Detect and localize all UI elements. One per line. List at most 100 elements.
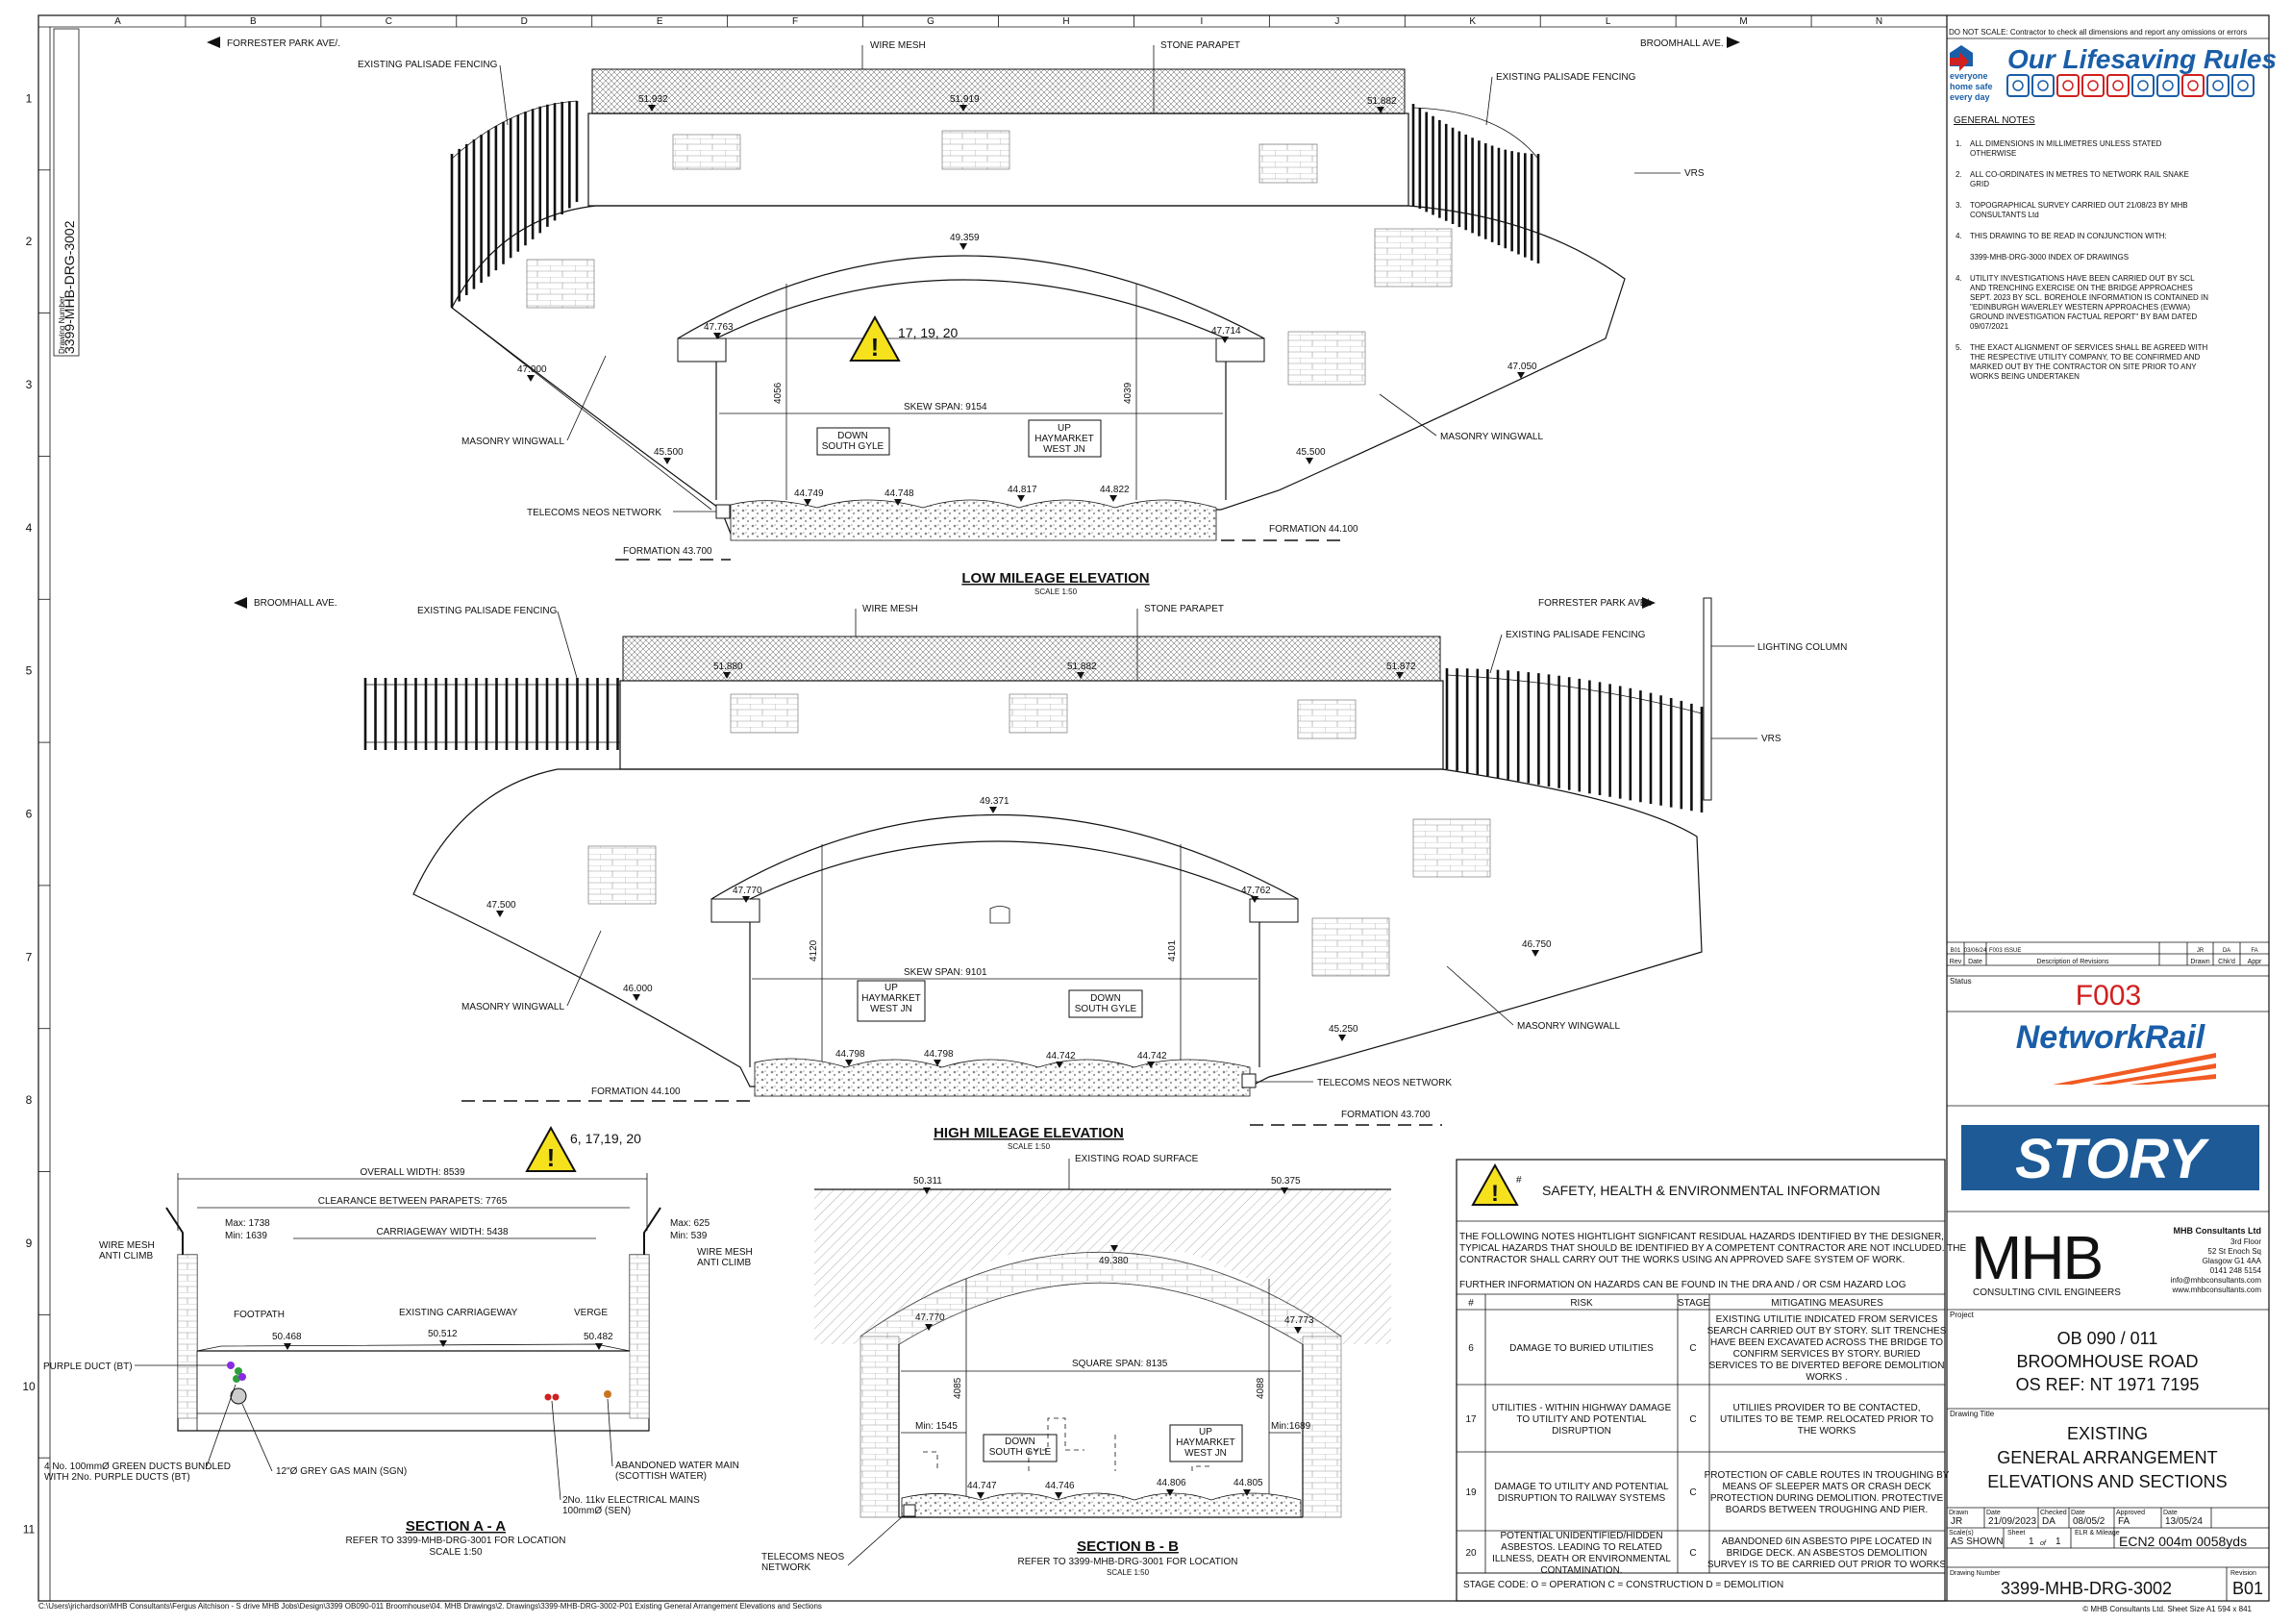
grid-row-2: 2 (26, 235, 33, 248)
high-hazard-refs: 6, 17,19, 20 (570, 1131, 641, 1146)
section-b-b: EXISTING ROAD SURFACE 50.311 50.375 SQUA… (761, 1154, 1391, 1577)
low-height-right: 4039 (1123, 382, 1134, 404)
note-number: 2. (1956, 170, 1962, 179)
she-intro: THE FOLLOWING NOTES HIGHTLIGHT SIGNFICAN… (1459, 1232, 1966, 1265)
she-header-1: RISK (1570, 1298, 1593, 1309)
sb-track-up-box (1169, 1424, 1243, 1462)
grid-row-10: 10 (22, 1380, 36, 1393)
low-telecoms-label: TELECOMS NEOS NETWORK (527, 508, 661, 518)
grid-row-7: 7 (26, 950, 33, 963)
field-value-sheets: 1 (2055, 1537, 2061, 1547)
high-elevation-title: HIGH MILEAGE ELEVATION (934, 1125, 1124, 1141)
section-a-a: OVERALL WIDTH: 8539 CLEARANCE BETWEEN PA… (43, 1167, 753, 1558)
high-ballast (754, 1058, 1251, 1097)
low-level-w2: 45.500 (654, 447, 684, 458)
sa-water-main-label: ABANDONED WATER MAIN(SCOTTISH WATER) (615, 1461, 739, 1482)
lifesaving-title: Our Lifesaving Rules (2007, 44, 2277, 74)
low-palisade-fence-left (450, 100, 579, 308)
sb-track-level-2: 44.746 (1045, 1481, 1075, 1491)
sb-height-left: 4085 (953, 1377, 963, 1399)
high-fence-right-label: EXISTING PALISADE FENCING (1506, 630, 1646, 640)
mhb-address-line: 3rd Floor (2230, 1237, 2261, 1246)
high-height-left: 4120 (809, 939, 819, 962)
mhb-address-line: 52 St Enoch Sq (2207, 1247, 2261, 1256)
grid-col-M: M (1739, 16, 1747, 27)
sa-max-right: Max: 625 (670, 1218, 710, 1229)
high-wingwall-left-label: MASONRY WINGWALL (461, 1002, 564, 1012)
she-information-table: ! # SAFETY, HEALTH & ENVIRONMENTAL INFOR… (1456, 1159, 1966, 1602)
field-value-revision: B01 (2232, 1579, 2263, 1598)
side-drawing-number: Drawing Number 3399-MHB-DRG-3002 (53, 28, 80, 357)
sa-purple-duct-label: PURPLE DUCT (BT) (43, 1362, 133, 1372)
high-level-t3: 44.742 (1046, 1051, 1076, 1062)
she-header-2: STAGE (1678, 1298, 1709, 1309)
low-fence-left-label: EXISTING PALISADE FENCING (358, 60, 498, 70)
sa-deck-outline (177, 1254, 650, 1432)
grid-col-K: K (1469, 16, 1476, 27)
note-text: UTILITY INVESTIGATIONS HAVE BEEN CARRIED… (1970, 274, 2208, 331)
low-skew-span: SKEW SPAN: 9154 (904, 402, 987, 412)
low-spandrel (451, 205, 1626, 535)
high-telecoms-trough (1241, 1073, 1257, 1088)
file-path: C:\Users\jrichardson\MHB Consultants\Fer… (38, 1602, 822, 1611)
field-of: of (2040, 1540, 2047, 1547)
grid-col-N: N (1876, 16, 1882, 27)
field-label-sheet: Sheet (2007, 1530, 2025, 1537)
revision-header: Chk'd (2218, 959, 2235, 965)
title-block: DO NOT SCALE: Contractor to check all di… (1947, 28, 2277, 1613)
high-telecoms-label: TELECOMS NEOS NETWORK (1317, 1078, 1452, 1088)
grid-row-5: 5 (26, 664, 33, 678)
lifesaving-rule-icon (2156, 74, 2180, 97)
she-row-number: 17 (1465, 1414, 1477, 1425)
section-b-title: SECTION B - B (1077, 1538, 1179, 1555)
high-mesh-label: WIRE MESH (862, 604, 918, 614)
mhb-address-line: info@mhbconsultants.com (2171, 1276, 2262, 1285)
she-warning-icon: ! (1471, 1162, 1519, 1207)
high-level-spr_l: 47.770 (733, 886, 762, 896)
low-dir-right: BROOMHALL AVE. (1640, 38, 1724, 49)
drawing-title-label: Drawing Title (1950, 1410, 1995, 1418)
note-number: 4. (1956, 232, 1962, 240)
high-level-t4: 44.742 (1137, 1051, 1167, 1062)
general-notes-title: GENERAL NOTES (1954, 115, 2035, 126)
low-level-t2: 44.748 (884, 488, 914, 499)
sa-carriageway-width: CARRIAGEWAY WIDTH: 5438 (376, 1227, 509, 1237)
low-level-spr_r: 47.714 (1211, 326, 1241, 337)
low-formation-right: FORMATION 44.100 (1269, 524, 1358, 535)
high-palisade-fence-left (363, 678, 620, 750)
low-dir-left: FORRESTER PARK AVE/. (227, 38, 340, 49)
story-text: STORY (2015, 1128, 2210, 1190)
low-height-left: 4056 (773, 382, 784, 404)
do-not-scale-note: DO NOT SCALE: Contractor to check all di… (1949, 28, 2247, 37)
field-value-scale: AS SHOWN (1951, 1537, 2003, 1547)
low-mesh-label: WIRE MESH (870, 40, 926, 51)
mhb-logo: MHB CONSULTING CIVIL ENGINEERS MHB Consu… (1971, 1223, 2262, 1298)
grid-col-A: A (114, 16, 121, 27)
high-wire-mesh (622, 636, 1441, 682)
note-number: 4. (1956, 274, 1962, 283)
low-level-t3: 44.817 (1008, 485, 1037, 495)
grid-row-9: 9 (26, 1237, 33, 1250)
status-label: Status (1950, 977, 1972, 986)
grid-row-1: 1 (26, 91, 33, 105)
field-label-drawn_l: Drawn (1949, 1510, 1968, 1516)
low-hazard-refs: 17, 19, 20 (898, 325, 958, 340)
field-label-approved_l: Approved (2116, 1510, 2145, 1516)
she-title: SAFETY, HEALTH & ENVIRONMENTAL INFORMATI… (1542, 1183, 1881, 1198)
field-label-date1_l: Date (1986, 1510, 2001, 1516)
high-level-t1: 44.798 (835, 1049, 865, 1060)
low-track-up-box (1028, 419, 1102, 458)
mhb-address-line: 0141 248 5154 (2210, 1266, 2262, 1275)
arrow-left-icon (207, 37, 220, 48)
revision-header: Drawn (2190, 959, 2209, 965)
sa-footpath: FOOTPATH (234, 1310, 285, 1320)
